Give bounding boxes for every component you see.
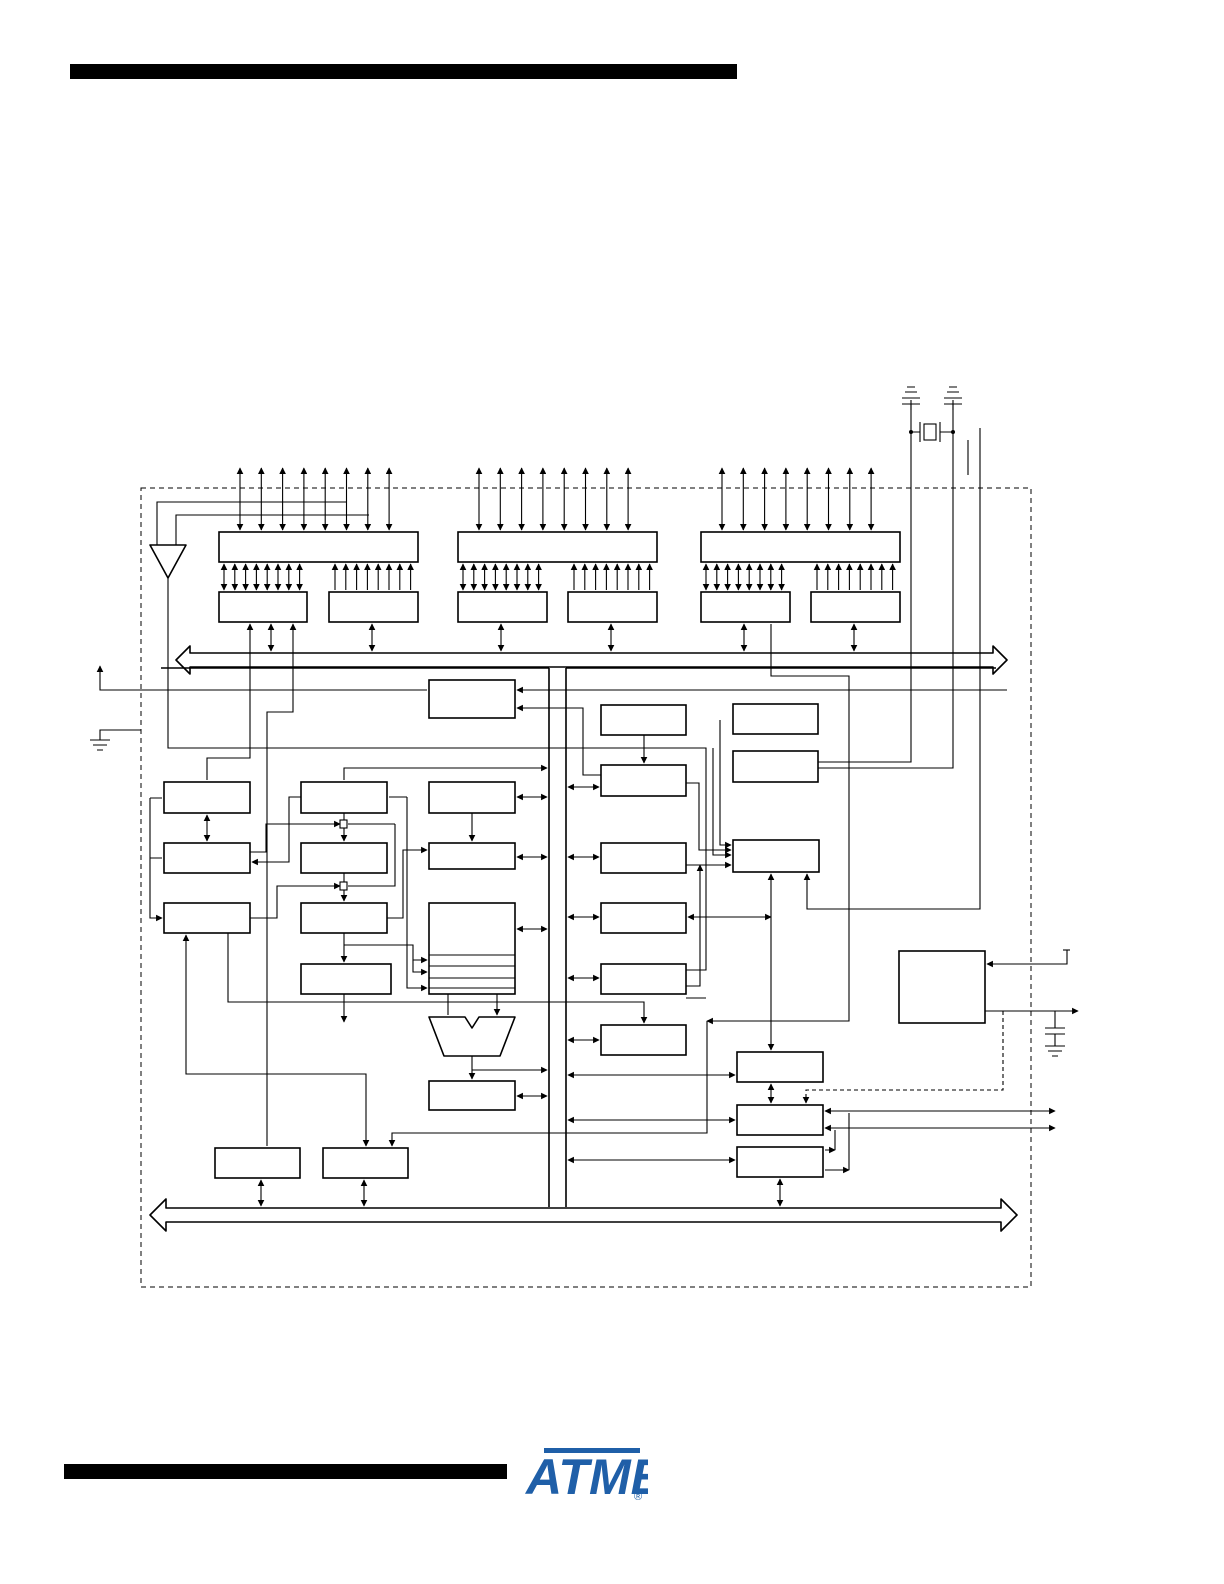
data-bus-bottom — [149, 1198, 1018, 1232]
port-registers — [218, 591, 901, 623]
port-register-links — [220, 563, 896, 591]
logo-text: ATMEL — [524, 1449, 648, 1504]
logo-bar — [544, 1448, 640, 1453]
footer-rule — [64, 1464, 507, 1479]
alu — [428, 1016, 516, 1057]
registered-mark: ® — [634, 1491, 642, 1503]
signal-lines — [90, 386, 1079, 1207]
internal-bus-left — [161, 667, 567, 1207]
atmel-logo: ATMEL ® — [524, 1444, 694, 1505]
port-pins — [236, 467, 875, 531]
port-drivers — [218, 531, 901, 563]
comparator — [149, 544, 187, 579]
data-bus-top — [175, 645, 1008, 675]
control-blocks — [163, 679, 516, 1179]
header-rule — [70, 64, 737, 79]
peripheral-blocks — [600, 703, 986, 1178]
